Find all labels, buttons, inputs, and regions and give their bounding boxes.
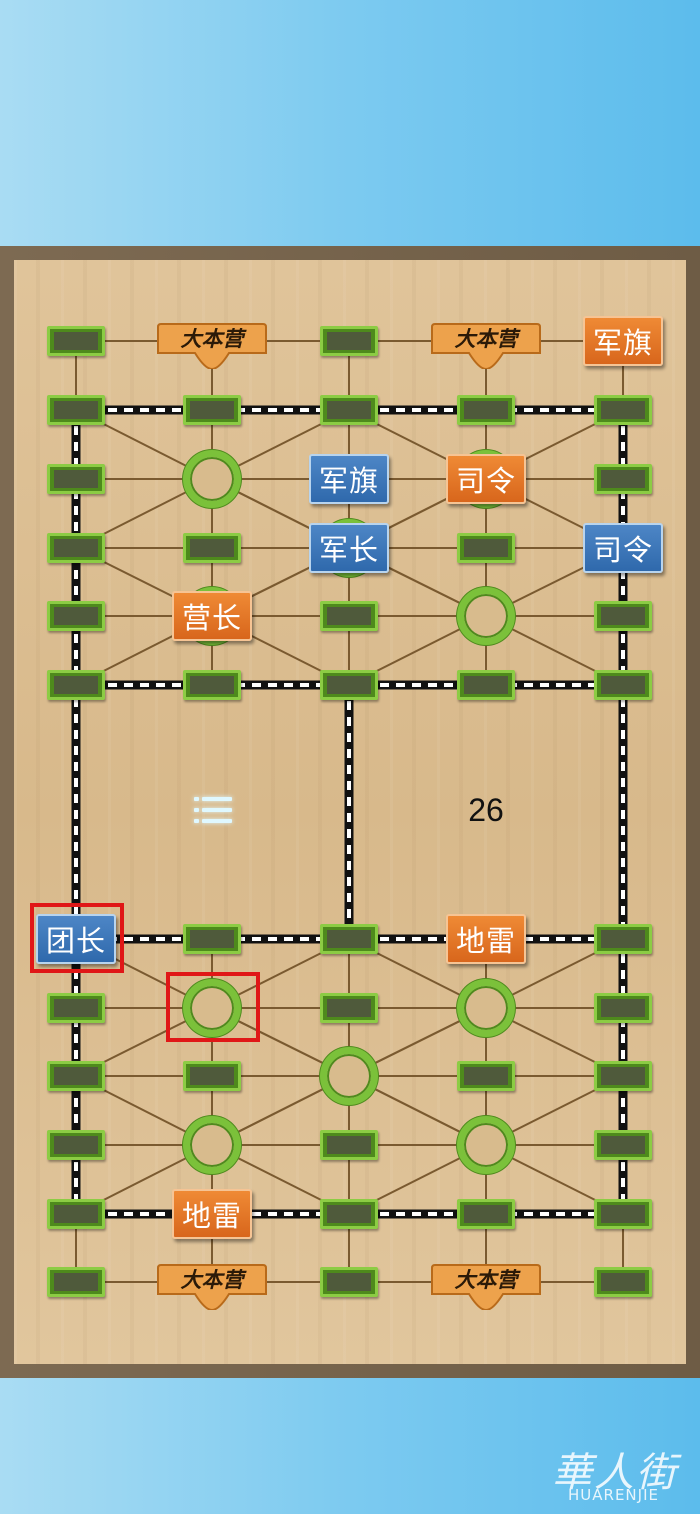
- watermark-chinese: 華人街: [552, 1450, 678, 1496]
- piece-orange[interactable]: 营长: [172, 591, 252, 641]
- station-post[interactable]: [320, 670, 378, 700]
- station-post[interactable]: [457, 1061, 515, 1091]
- headquarters[interactable]: 大本营: [157, 1264, 267, 1310]
- station-post[interactable]: [47, 464, 105, 494]
- station-post[interactable]: [594, 1061, 652, 1091]
- station-post[interactable]: [320, 1130, 378, 1160]
- station-post[interactable]: [47, 1267, 105, 1297]
- station-post[interactable]: [457, 670, 515, 700]
- camp-circle[interactable]: [183, 979, 241, 1037]
- headquarters-label: 大本营: [454, 1267, 518, 1292]
- camp-circle[interactable]: [457, 1116, 515, 1174]
- station-post[interactable]: [47, 395, 105, 425]
- station-post[interactable]: [594, 464, 652, 494]
- station-post[interactable]: [183, 924, 241, 954]
- station-post[interactable]: [320, 993, 378, 1023]
- headquarters-label: 大本营: [454, 326, 518, 351]
- headquarters[interactable]: 大本营: [431, 323, 541, 369]
- piece-blue[interactable]: 军旗: [309, 454, 389, 504]
- station-post[interactable]: [320, 924, 378, 954]
- menu-button[interactable]: [188, 790, 240, 830]
- station-post[interactable]: [47, 601, 105, 631]
- headquarters-label: 大本营: [180, 1267, 244, 1292]
- camp-circle[interactable]: [457, 979, 515, 1037]
- selected-piece-highlight: [30, 903, 124, 973]
- station-post[interactable]: [457, 533, 515, 563]
- camp-circle[interactable]: [320, 1047, 378, 1105]
- station-post[interactable]: [47, 1130, 105, 1160]
- headquarters[interactable]: 大本营: [157, 323, 267, 369]
- station-post[interactable]: [47, 326, 105, 356]
- station-post[interactable]: [320, 395, 378, 425]
- station-post[interactable]: [457, 1199, 515, 1229]
- station-post[interactable]: [183, 670, 241, 700]
- piece-orange[interactable]: 地雷: [172, 1189, 252, 1239]
- piece-orange[interactable]: 司令: [446, 454, 526, 504]
- station-post[interactable]: [320, 326, 378, 356]
- station-post[interactable]: [47, 1199, 105, 1229]
- camp-circle[interactable]: [183, 1116, 241, 1174]
- station-post[interactable]: [320, 601, 378, 631]
- station-post[interactable]: [594, 670, 652, 700]
- station-post[interactable]: [320, 1199, 378, 1229]
- headquarters-label: 大本营: [180, 326, 244, 351]
- station-post[interactable]: [47, 670, 105, 700]
- station-post[interactable]: [594, 1267, 652, 1297]
- headquarters[interactable]: 大本营: [431, 1264, 541, 1310]
- camp-circle[interactable]: [457, 587, 515, 645]
- station-post[interactable]: [457, 395, 515, 425]
- piece-blue[interactable]: 司令: [583, 523, 663, 573]
- station-post[interactable]: [183, 395, 241, 425]
- station-post[interactable]: [47, 993, 105, 1023]
- watermark-english: HUARENJIE: [568, 1486, 659, 1504]
- list-menu-icon: [194, 797, 232, 823]
- station-post[interactable]: [183, 533, 241, 563]
- watermark: 華人街 HUARENJIE: [548, 1440, 698, 1510]
- station-post[interactable]: [594, 1130, 652, 1160]
- target-highlight: [166, 972, 260, 1042]
- piece-orange[interactable]: 地雷: [446, 914, 526, 964]
- station-post[interactable]: [47, 1061, 105, 1091]
- station-post[interactable]: [183, 1061, 241, 1091]
- camp-circle[interactable]: [183, 450, 241, 508]
- piece-blue[interactable]: 军长: [309, 523, 389, 573]
- station-post[interactable]: [320, 1267, 378, 1297]
- station-post[interactable]: [594, 1199, 652, 1229]
- station-post[interactable]: [47, 533, 105, 563]
- station-post[interactable]: [594, 395, 652, 425]
- station-post[interactable]: [594, 924, 652, 954]
- piece-orange[interactable]: 军旗: [583, 316, 663, 366]
- station-post[interactable]: [594, 601, 652, 631]
- piece-blue[interactable]: 团长: [36, 914, 116, 964]
- station-post[interactable]: [594, 993, 652, 1023]
- move-counter: 26: [468, 792, 504, 828]
